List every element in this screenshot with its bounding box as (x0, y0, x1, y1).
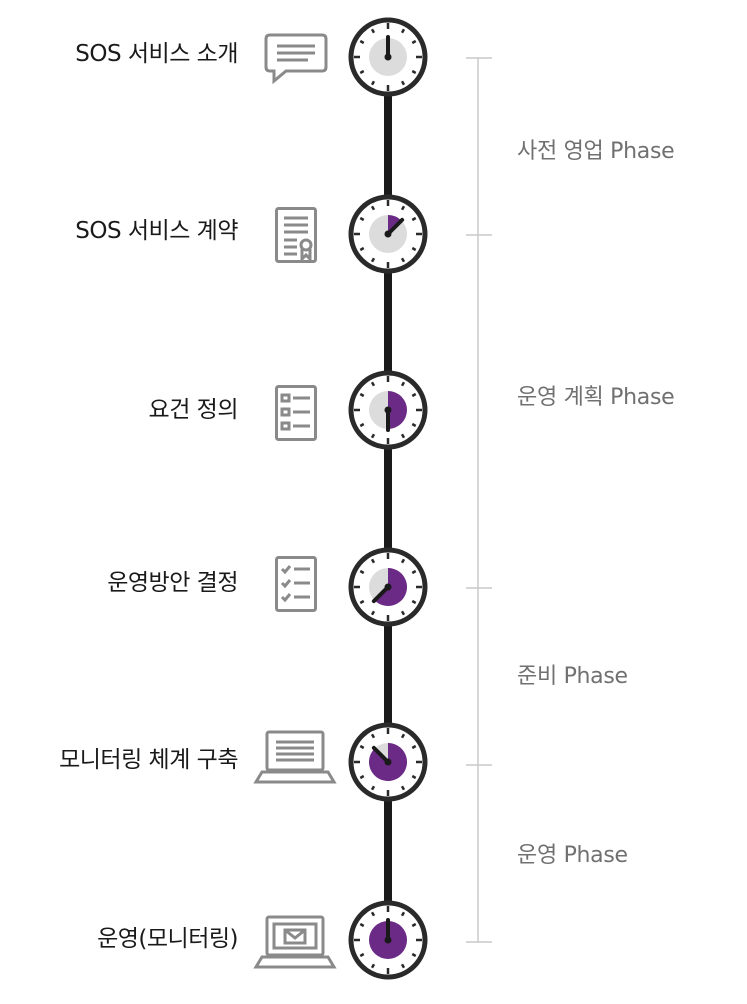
contract-document-icon (275, 207, 317, 263)
dial-tick (400, 911, 406, 917)
dial-tick (411, 246, 417, 252)
dial-hub (384, 758, 392, 766)
dial-hub (384, 936, 392, 944)
dial-tick (370, 911, 376, 917)
dial-tick (359, 744, 365, 750)
dial-tick (359, 422, 365, 428)
dial-tick (359, 246, 365, 252)
dial-tick (359, 569, 365, 575)
phase-label-preparation: 준비 Phase (517, 664, 628, 689)
dial-tick (370, 381, 376, 387)
step-label-operation-plan: 운영방안 결정 (107, 570, 238, 596)
step-label-service-contract: SOS 서비스 계약 (75, 218, 238, 244)
dial-tick (411, 39, 417, 45)
dial-tick (411, 216, 417, 222)
progress-dial (348, 370, 428, 450)
progress-dial (348, 17, 428, 97)
dial-tick (359, 922, 365, 928)
progress-dial (348, 722, 428, 802)
dial-tick (359, 599, 365, 605)
dial-tick (370, 257, 376, 263)
dial-hub (384, 583, 392, 591)
dial-tick (411, 569, 417, 575)
dial-tick (411, 422, 417, 428)
dial-tick (370, 80, 376, 86)
dial-tick (370, 433, 376, 439)
laptop-mail-icon (253, 915, 337, 969)
dial-tick (370, 963, 376, 969)
step-label-monitoring-setup: 모니터링 체계 구축 (59, 747, 238, 773)
dial-hub (384, 230, 392, 238)
chat-bubble-icon (264, 33, 328, 85)
checklist-icon (275, 556, 317, 612)
dial-tick (359, 69, 365, 75)
phase-label-operation: 운영 Phase (517, 843, 628, 868)
dial-tick (359, 39, 365, 45)
dial-tick (370, 205, 376, 211)
dial-tick (411, 774, 417, 780)
dial-tick (400, 381, 406, 387)
dial-tick (359, 216, 365, 222)
phase-bracket (466, 57, 492, 943)
step-label-operation: 운영(모니터링) (97, 926, 238, 952)
dial-tick (400, 28, 406, 34)
dial-tick (359, 392, 365, 398)
progress-dial (348, 900, 428, 980)
dial-tick (400, 257, 406, 263)
dial-tick (400, 610, 406, 616)
dial-tick (370, 733, 376, 739)
requirements-list-icon (275, 385, 317, 441)
dial-tick (370, 785, 376, 791)
dial-tick (411, 599, 417, 605)
dial-tick (400, 558, 406, 564)
dial-tick (411, 922, 417, 928)
dial-tick (411, 69, 417, 75)
dial-tick (370, 610, 376, 616)
dial-progress-fill (388, 391, 407, 429)
dial-tick (400, 963, 406, 969)
phase-label-operation-planning: 운영 계획 Phase (517, 385, 675, 410)
dial-tick (370, 558, 376, 564)
dial-tick (400, 433, 406, 439)
dial-tick (411, 392, 417, 398)
dial-tick (400, 733, 406, 739)
laptop-monitor-icon (253, 730, 337, 784)
dial-hub (384, 53, 392, 61)
dial-tick (359, 774, 365, 780)
dial-tick (400, 205, 406, 211)
phase-label-presales: 사전 영업 Phase (517, 139, 675, 164)
dial-tick (400, 80, 406, 86)
dial-tick (411, 744, 417, 750)
step-label-service-intro: SOS 서비스 소개 (75, 41, 238, 67)
progress-dial (348, 547, 428, 627)
dial-tick (359, 952, 365, 958)
dial-hub (384, 406, 392, 414)
step-label-requirements: 요건 정의 (148, 397, 239, 423)
dial-tick (411, 952, 417, 958)
progress-dial (348, 194, 428, 274)
dial-tick (400, 785, 406, 791)
dial-tick (370, 28, 376, 34)
